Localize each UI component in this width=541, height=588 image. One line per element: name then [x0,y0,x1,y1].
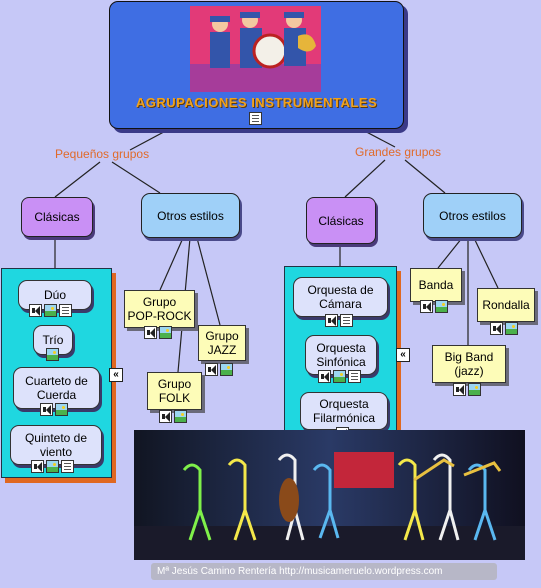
concept-label: Filarmónica [312,411,375,425]
pop-rock-icons [144,326,172,339]
image-icon[interactable] [159,326,172,339]
concept-label: Cuerda [36,388,77,402]
category-small-other[interactable]: Otros estilos [141,193,240,238]
concept-label: Grupo [142,295,177,309]
image-icon[interactable] [468,383,481,396]
band-illustration [190,6,321,92]
collapse-icon[interactable]: « [396,348,410,362]
concept-label: Orquesta de [307,283,374,297]
speaker-icon[interactable] [144,326,157,339]
concept-label: Orquesta [316,341,366,355]
speaker-icon[interactable] [31,460,44,473]
concept-label: Orquesta [319,397,369,411]
banda-icons [420,300,448,313]
speaker-icon[interactable] [29,304,42,317]
concept-label: JAZZ [207,343,237,357]
speaker-icon[interactable] [490,322,503,335]
trio-icons [46,348,59,361]
concept-label: Sinfónica [316,355,366,369]
collapse-icon[interactable]: « [109,368,123,382]
concept-label: Grupo [205,329,239,343]
category-large-classic[interactable]: Clásicas [306,197,376,244]
folk-icons [159,410,187,423]
image-icon[interactable] [333,370,346,383]
concept-label: Grupo [157,377,192,391]
concept-pop-rock[interactable]: Grupo POP-ROCK [124,290,195,328]
concept-label: Rondalla [482,298,530,312]
speaker-icon[interactable] [205,363,218,376]
image-icon[interactable] [174,410,187,423]
concept-banda[interactable]: Banda [410,268,462,302]
concept-jazz[interactable]: Grupo JAZZ [198,325,246,361]
concept-rondalla[interactable]: Rondalla [477,288,535,322]
cuarteto-icons [40,403,68,416]
speaker-icon[interactable] [159,410,172,423]
speaker-icon[interactable] [40,403,53,416]
concept-filarmonica[interactable]: Orquesta Filarmónica [300,392,388,430]
document-icon[interactable] [340,314,353,327]
quinteto-icons [31,460,74,473]
concept-label: Banda [418,278,454,292]
document-icon[interactable] [348,370,361,383]
document-icon[interactable] [61,460,74,473]
concept-label: Big Band [444,350,494,364]
image-icon[interactable] [220,363,233,376]
concept-camara[interactable]: Orquesta de Cámara [293,277,388,317]
concept-label: POP-ROCK [127,309,192,323]
big-band-icons [453,383,481,396]
concept-label: Quinteto de [24,431,88,445]
link-large-groups: Grandes grupos [355,145,442,159]
category-large-other[interactable]: Otros estilos [423,193,522,238]
root-title: AGRUPACIONES INSTRUMENTALES [135,95,378,110]
image-icon[interactable] [435,300,448,313]
image-icon[interactable] [44,304,57,317]
concept-label: viento [39,445,73,459]
document-icon[interactable] [59,304,72,317]
concept-label: Cámara [319,297,362,311]
speaker-icon[interactable] [420,300,433,313]
category-small-classic[interactable]: Clásicas [21,197,93,237]
sinfonica-icons [318,370,361,383]
speaker-icon[interactable] [325,314,338,327]
image-icon[interactable] [46,348,59,361]
image-icon[interactable] [505,322,518,335]
concept-label: Dúo [43,288,66,302]
concept-label: Cuarteto de [25,374,88,388]
camara-icons [325,314,353,327]
jazz-band-painting [134,430,525,560]
concept-sinfonica[interactable]: Orquesta Sinfónica [305,335,377,375]
concept-cuarteto[interactable]: Cuarteto de Cuerda [13,367,100,409]
image-icon[interactable] [46,460,59,473]
speaker-icon[interactable] [453,383,466,396]
concept-label: Trío [42,333,64,347]
root-node[interactable]: AGRUPACIONES INSTRUMENTALES [109,1,404,129]
document-icon[interactable] [249,112,262,125]
credits-footer: Mª Jesús Camino Rentería http://musicame… [151,563,497,580]
duo-icons [29,304,72,317]
concept-folk[interactable]: Grupo FOLK [147,372,202,410]
link-small-groups: Pequeños grupos [55,147,150,161]
concept-label: FOLK [158,391,191,405]
image-icon[interactable] [55,403,68,416]
concept-label: (jazz) [454,364,484,378]
concept-quinteto[interactable]: Quinteto de viento [10,425,102,465]
rondalla-icons [490,322,518,335]
concept-big-band[interactable]: Big Band (jazz) [432,345,506,383]
jazz-icons [205,363,233,376]
speaker-icon[interactable] [318,370,331,383]
